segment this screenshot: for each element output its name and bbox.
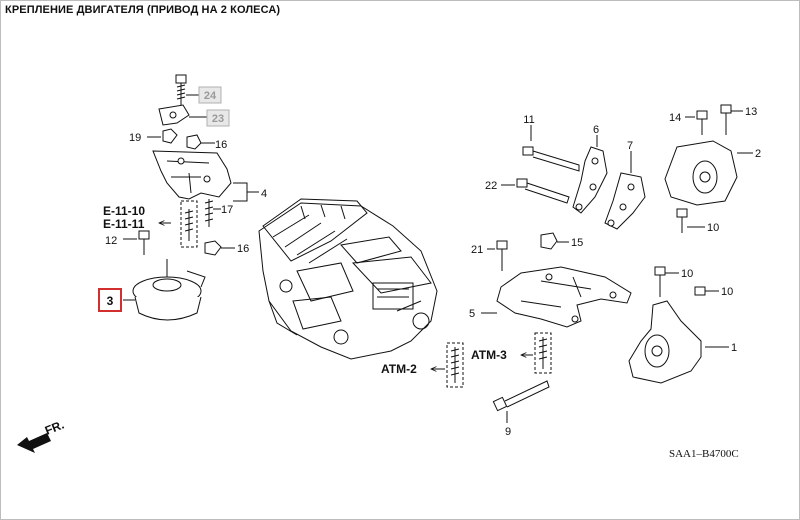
bolt-10-right-part bbox=[694, 286, 719, 296]
front-label: FR. bbox=[43, 418, 66, 438]
bolt-21-part bbox=[487, 240, 508, 271]
callout-16-lower: 16 bbox=[237, 243, 249, 255]
callout-21: 21 bbox=[471, 244, 483, 256]
nut-15-part bbox=[540, 232, 569, 250]
mount-1-part bbox=[628, 300, 729, 384]
mount-2-part bbox=[664, 140, 753, 206]
callout-3: 3 bbox=[107, 294, 114, 308]
bracket-5-part bbox=[481, 266, 632, 328]
callout-7: 7 bbox=[627, 140, 633, 152]
studs-atm2-part bbox=[431, 342, 464, 388]
badge-24 bbox=[198, 86, 222, 104]
front-direction-icon: FR. bbox=[17, 418, 66, 453]
badge-23 bbox=[206, 109, 230, 127]
bolt-14-part bbox=[685, 110, 708, 135]
callout-10-right: 10 bbox=[721, 286, 733, 298]
callout-24: 24 bbox=[204, 90, 217, 102]
callout-22: 22 bbox=[485, 180, 497, 192]
callout-10-top: 10 bbox=[707, 222, 719, 234]
bolt-24-part bbox=[175, 74, 199, 105]
callout-4: 4 bbox=[261, 188, 267, 200]
bolt-9-part bbox=[492, 380, 550, 423]
callout-15: 15 bbox=[571, 237, 583, 249]
callout-1: 1 bbox=[731, 342, 737, 354]
callout-19: 19 bbox=[129, 132, 141, 144]
callout-14: 14 bbox=[669, 112, 681, 124]
diagram-code: SAA1–B4700C bbox=[669, 448, 739, 460]
callout-16-top: 16 bbox=[215, 139, 227, 151]
ref-e-11-11: E-11-11 bbox=[103, 217, 145, 231]
callout-2: 2 bbox=[755, 148, 761, 160]
callout-9: 9 bbox=[505, 426, 511, 438]
nut-16-top-part bbox=[186, 134, 215, 150]
title-bar: КРЕПЛЕНИЕ ДВИГАТЕЛЯ (ПРИВОД НА 2 КОЛЕСА) bbox=[1, 1, 799, 21]
callout-11: 11 bbox=[523, 114, 534, 126]
callout-3-highlight bbox=[98, 288, 122, 312]
bolt-11-part bbox=[522, 125, 580, 172]
callout-12: 12 bbox=[105, 235, 117, 247]
callout-13: 13 bbox=[745, 106, 757, 118]
bracket-23-part bbox=[158, 104, 207, 126]
bracket-4-part bbox=[152, 150, 259, 202]
page-title: КРЕПЛЕНИЕ ДВИГАТЕЛЯ (ПРИВОД НА 2 КОЛЕСА) bbox=[5, 4, 281, 16]
callout-5: 5 bbox=[469, 308, 475, 320]
studs-17-part bbox=[180, 199, 221, 248]
mount-3-part bbox=[123, 259, 206, 321]
engine-block bbox=[258, 198, 438, 360]
nut-19-part bbox=[147, 128, 178, 144]
callout-10-mid: 10 bbox=[681, 268, 693, 280]
bracket-7-part bbox=[604, 151, 646, 230]
bolt-10-mid-part bbox=[654, 266, 679, 297]
nut-16-lower-part bbox=[204, 240, 235, 256]
callout-23: 23 bbox=[212, 113, 224, 125]
callout-17: 17 bbox=[221, 204, 233, 216]
ref-atm-3: ATM-3 bbox=[471, 348, 507, 362]
ref-e-11-10: E-11-10 bbox=[103, 204, 145, 218]
bolt-12-part bbox=[123, 230, 150, 255]
bolt-10-top-part bbox=[676, 208, 705, 233]
bracket-6-part bbox=[572, 135, 608, 214]
bolt-22-part bbox=[501, 178, 570, 204]
bolt-13-part bbox=[720, 104, 743, 135]
ref-atm-2: ATM-2 bbox=[381, 362, 417, 376]
callout-6: 6 bbox=[593, 124, 599, 136]
studs-atm3-part bbox=[521, 332, 552, 374]
